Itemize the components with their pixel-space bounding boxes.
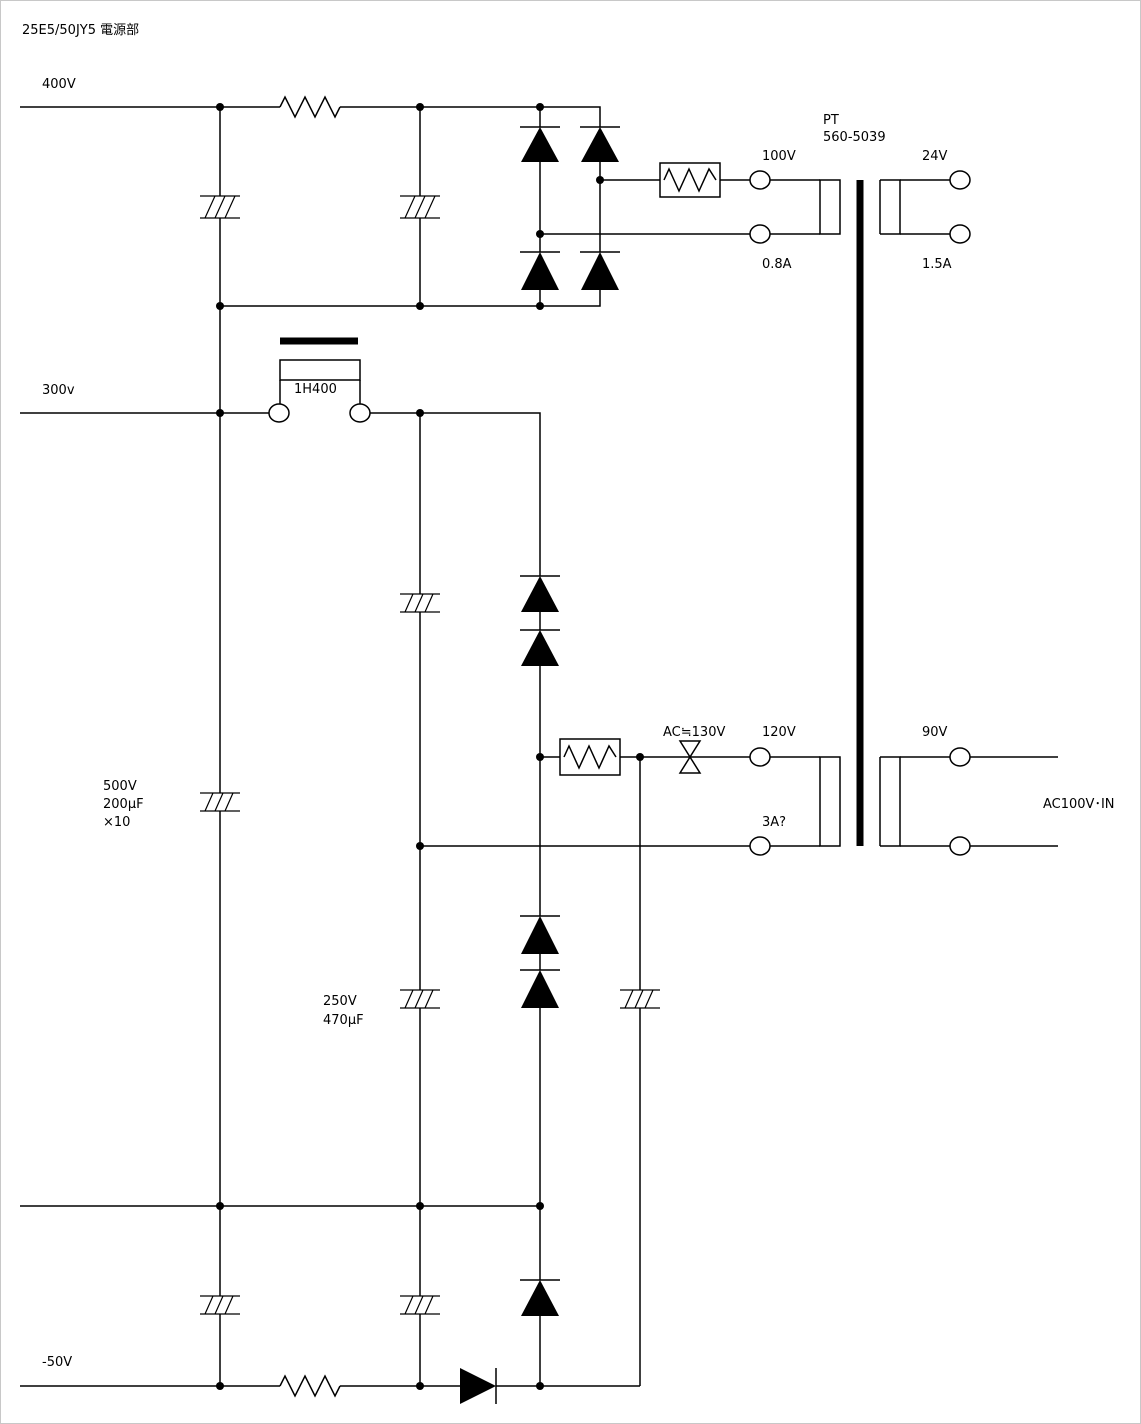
label-400v: 400V: [42, 77, 76, 92]
label-cap-main-voltage: 500V: [103, 779, 137, 794]
diode-stack-1: [520, 575, 560, 612]
capacitor-c3: [400, 593, 440, 613]
label-pt-model: 560-5039: [823, 130, 886, 145]
label-pt-name: PT: [823, 113, 839, 128]
choke-1h400: [279, 337, 361, 381]
label-sec-24v: 24V: [922, 149, 948, 164]
boxed-resistor-bottom: [559, 738, 621, 776]
diode-bridge-1: [520, 126, 560, 162]
capacitor-mid-250v: [400, 989, 440, 1009]
label-sec-3a: 3A?: [762, 815, 786, 830]
wires: [20, 106, 1058, 1387]
junctions: [216, 103, 644, 1390]
diagram-title: 25E5/50JY5 電源部: [22, 23, 139, 38]
label-cap-mid-voltage: 250V: [323, 994, 357, 1009]
label-sec-100v: 100V: [762, 149, 796, 164]
power-transformer: [819, 179, 901, 847]
label-ac-input: AC100V･IN: [1043, 797, 1115, 812]
capacitor-c8: [400, 1295, 440, 1315]
resistor-400v: [279, 95, 341, 119]
ac-selector-symbol: [678, 740, 702, 774]
label-sec-08a: 0.8A: [762, 257, 792, 272]
label-choke: 1H400: [294, 382, 337, 397]
label-sec-15a: 1.5A: [922, 257, 952, 272]
label-neg50v: -50V: [42, 1355, 72, 1370]
capacitor-c6: [620, 989, 660, 1009]
boxed-resistor-top: [659, 162, 721, 198]
label-sec-120v: 120V: [762, 725, 796, 740]
capacitor-main-500v: [200, 792, 240, 812]
label-cap-mid-capacitance: 470μF: [323, 1013, 364, 1028]
label-ac-130v: AC≒130V: [663, 725, 725, 740]
diode-bridge-4: [580, 251, 620, 290]
label-300v: 300v: [42, 383, 75, 398]
diode-stack-5: [520, 1279, 560, 1316]
label-pri-90v: 90V: [922, 725, 948, 740]
diode-stack-2: [520, 612, 560, 666]
terminals: [268, 170, 971, 856]
diode-stack-3: [520, 915, 560, 954]
diode-bridge-3: [520, 251, 560, 290]
capacitor-c1: [200, 195, 240, 219]
diode-bridge-2: [580, 126, 620, 162]
label-cap-main-count: ×10: [103, 815, 130, 830]
diode-horizontal: [460, 1368, 497, 1404]
capacitor-c7: [200, 1295, 240, 1315]
resistor-neg50v: [279, 1374, 341, 1398]
label-cap-main-capacitance: 200μF: [103, 797, 144, 812]
capacitor-c2: [400, 195, 440, 219]
diode-stack-4: [520, 954, 560, 1008]
